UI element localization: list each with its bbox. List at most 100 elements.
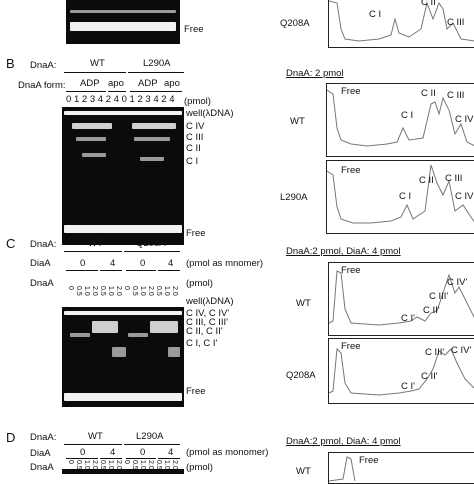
c-wt-bracket: [64, 251, 122, 252]
trace-d-wt-label: WT: [296, 466, 311, 477]
c-diaa-4-b: 4: [168, 258, 174, 269]
trace-b-mut-c3: C III: [445, 173, 463, 184]
b-dnaa-label: DnaA:: [30, 60, 57, 71]
trace-c-mut-c1: C I': [401, 381, 415, 392]
gel-image-b: [62, 107, 184, 245]
b-pmol-label: (pmol): [184, 96, 211, 107]
c-diaa-0-b: 0: [140, 258, 146, 269]
trace-c-wt-label: WT: [296, 298, 311, 309]
d-diaa-0-b: 0: [140, 447, 146, 458]
trace-c-wt-c1: C I': [401, 313, 415, 324]
c-diaa-unit: (pmol as mnomer): [186, 258, 264, 269]
trace-a-label: Q208A: [280, 18, 310, 29]
b-apo-bracket: [108, 91, 126, 92]
gel-image-a: [66, 0, 180, 44]
c-gel-c1: C I, C I': [186, 338, 218, 349]
trace-d-wt-free: Free: [359, 455, 379, 466]
c-dnaa-row-label: DnaA: [30, 278, 54, 289]
c-dnaa-label: DnaA:: [30, 239, 57, 250]
b-apo-label-2: apo: [164, 78, 180, 89]
trace-b-wt-c2: C II: [421, 88, 436, 99]
trace-c-mut-c2: C II': [421, 371, 438, 382]
b-apo-bracket-2: [164, 91, 182, 92]
b-gel-c3: C III: [186, 132, 204, 143]
trace-box-c-wt: Free C I' C II' C III' C IV': [328, 262, 474, 336]
c-diaa-4-bracket-b: [158, 270, 180, 271]
d-trace-title: DnaA:2 pmol, DiaA: 4 pmol: [286, 436, 401, 447]
d-mut-label: L290A: [136, 431, 164, 442]
c-gel-c4: C IV, C IV': [186, 308, 230, 319]
c-wt-label: WT: [88, 238, 103, 249]
d-wt-label: WT: [88, 431, 103, 442]
c-mut-label: Q208A: [136, 238, 166, 249]
trace-a-peak-c1: C I: [369, 9, 382, 20]
trace-a-peak-c3: C III: [447, 17, 465, 28]
b-lane-numbers: 0 1 2 3 4 2 4 0 1 2 3 4 2 4: [66, 94, 175, 105]
panel-letter-b: B: [6, 56, 15, 71]
panel-letter-c: C: [6, 236, 16, 251]
c-pmol-label: (pmol): [186, 278, 213, 289]
trace-b-wt-free: Free: [341, 86, 361, 97]
trace-b-mut-c2: C II: [419, 175, 434, 186]
trace-b-wt-c3: C III: [447, 90, 465, 101]
trace-b-wt-c4: C IV': [455, 114, 474, 125]
c-diaa-4-bracket-a: [100, 270, 122, 271]
b-adp-label: ADP: [80, 78, 100, 89]
c-gel-c3: C III, C III': [186, 317, 228, 328]
c-gel-well: well(λDNA): [186, 296, 234, 307]
c-diaa-4-a: 4: [110, 258, 116, 269]
b-wt-label: WT: [90, 58, 105, 69]
d-pmol-label: (pmol): [186, 462, 213, 473]
b-adp-label-2: ADP: [138, 78, 158, 89]
d-mut-bracket: [124, 444, 180, 445]
c-lane-numbers: 0 0.5 1.0 2.0 0.5 1.0 2.0 0 0.5 1.0 2.0 …: [67, 286, 178, 296]
trace-b-mut-free: Free: [341, 165, 361, 176]
b-mut-bracket: [128, 72, 184, 73]
b-mut-label: L290A: [143, 58, 171, 69]
c-trace-title: DnaA:2 pmol, DiaA: 4 pmol: [286, 246, 401, 257]
b-gel-well: well(λDNA): [186, 108, 234, 119]
trace-b-wt-c1: C I: [401, 110, 414, 121]
d-diaa-4-bracket-a: [100, 458, 122, 459]
trace-a-peak-c2: C II: [421, 0, 436, 8]
trace-box-a: C I C II C III: [328, 0, 474, 48]
d-diaa-4-b: 4: [168, 447, 174, 458]
b-adp-bracket-2: [130, 91, 164, 92]
c-diaa-0-a: 0: [80, 258, 86, 269]
d-wt-bracket: [64, 444, 122, 445]
d-diaa-4-a: 4: [110, 447, 116, 458]
d-diaa-4-bracket-b: [158, 458, 180, 459]
b-trace-title: DnaA: 2 pmol: [286, 68, 344, 79]
c-gel-c2: C II, C II': [186, 326, 223, 337]
b-gel-free: Free: [186, 228, 206, 239]
d-diaa-0-a: 0: [80, 447, 86, 458]
b-gel-c1: C I: [186, 156, 199, 167]
b-adp-bracket: [66, 91, 106, 92]
c-diaa-label: DiaA: [30, 258, 51, 269]
d-diaa-0-bracket-a: [66, 458, 98, 459]
b-wt-bracket: [64, 72, 126, 73]
c-diaa-0-bracket-b: [126, 270, 156, 271]
d-dnaa-label: DnaA:: [30, 432, 57, 443]
b-gel-c4: C IV: [186, 121, 205, 132]
gel-image-d: [62, 469, 184, 474]
trace-box-c-mut: Free C I' C II' C III' C IV': [328, 338, 474, 404]
c-mut-bracket: [124, 251, 180, 252]
d-diaa-unit: (pmol as monomer): [186, 447, 269, 458]
gel-image-c: [62, 307, 184, 407]
trace-c-mut-c3: C III': [425, 347, 445, 358]
trace-box-b-mut: Free C I C II C III C IV: [326, 160, 474, 234]
gel-label-free-a: Free: [184, 24, 204, 35]
trace-c-wt-c4: C IV': [447, 277, 468, 288]
trace-c-mut-c4: C IV': [451, 345, 472, 356]
d-diaa-label: DiaA: [30, 448, 51, 459]
trace-box-b-wt: Free C I C II C III C IV': [326, 83, 474, 157]
c-diaa-0-bracket-a: [66, 270, 98, 271]
trace-c-wt-free: Free: [341, 265, 361, 276]
trace-c-wt-c3: C III': [429, 291, 449, 302]
d-dnaa-row-label: DnaA: [30, 462, 54, 473]
panel-letter-d: D: [6, 430, 16, 445]
trace-box-d-wt: Free: [328, 452, 474, 484]
trace-b-wt-label: WT: [290, 116, 305, 127]
b-gel-c2: C II: [186, 143, 201, 154]
